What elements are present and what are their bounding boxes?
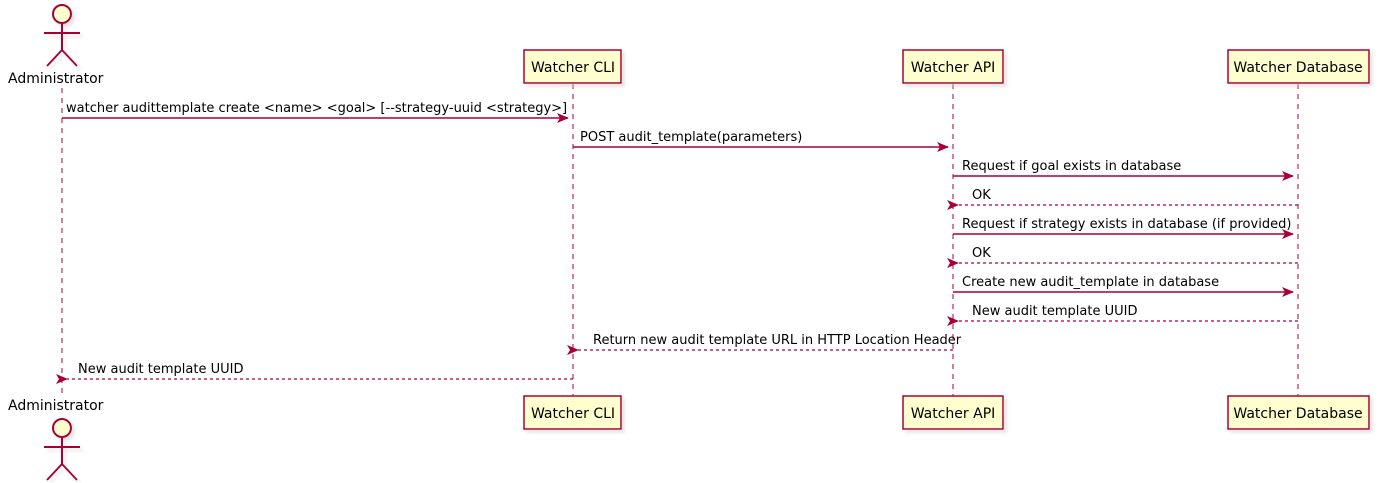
message-6: Create new audit_template in database [953,275,1294,297]
message-2: Request if goal exists in database [953,159,1294,181]
message-3-label: OK [972,188,991,203]
participant-label-watcher-api-top: Watcher API [911,60,996,76]
actor-administrator-bottom[interactable] [44,418,80,481]
participant-label-watcher-database-bottom: Watcher Database [1233,406,1362,422]
participant-box-watcher-database-bottom[interactable] [1227,395,1370,430]
message-4-label: Request if strategy exists in database (… [962,217,1291,232]
message-0-label: watcher audittemplate create <name> <goa… [66,101,567,116]
message-7: New audit template UUID [947,304,1298,326]
participant-label-watcher-cli-bottom: Watcher CLI [531,406,615,422]
message-3: OK [947,188,1298,210]
message-8-label: Return new audit template URL in HTTP Lo… [593,333,962,348]
participant-box-watcher-api-top[interactable] [902,49,1004,84]
participant-label-watcher-database-top: Watcher Database [1233,60,1362,76]
actor-label-administrator-top: Administrator [8,71,104,87]
message-9-label: New audit template UUID [78,362,243,377]
message-7-label: New audit template UUID [972,304,1137,319]
participant-box-watcher-api-bottom[interactable] [902,395,1004,430]
message-4: Request if strategy exists in database (… [953,217,1294,239]
message-1-label: POST audit_template(parameters) [580,130,802,145]
participant-label-watcher-api-bottom: Watcher API [911,406,996,422]
message-9: New audit template UUID [56,362,573,384]
message-8: Return new audit template URL in HTTP Lo… [567,333,962,355]
participant-box-watcher-cli-bottom[interactable] [523,395,622,430]
participant-box-watcher-database-top[interactable] [1227,49,1370,84]
lifelines [61,84,1299,396]
message-5-label: OK [972,246,991,261]
participant-box-watcher-cli-top[interactable] [523,49,622,84]
message-6-label: Create new audit_template in database [962,275,1219,290]
message-2-label: Request if goal exists in database [962,159,1181,174]
actor-label-administrator-bottom: Administrator [8,398,104,414]
message-0: watcher audittemplate create <name> <goa… [62,101,569,123]
participant-label-watcher-cli-top: Watcher CLI [531,60,615,76]
message-5: OK [947,246,1298,268]
message-1: POST audit_template(parameters) [573,130,949,152]
actor-administrator-top[interactable] [44,4,80,67]
